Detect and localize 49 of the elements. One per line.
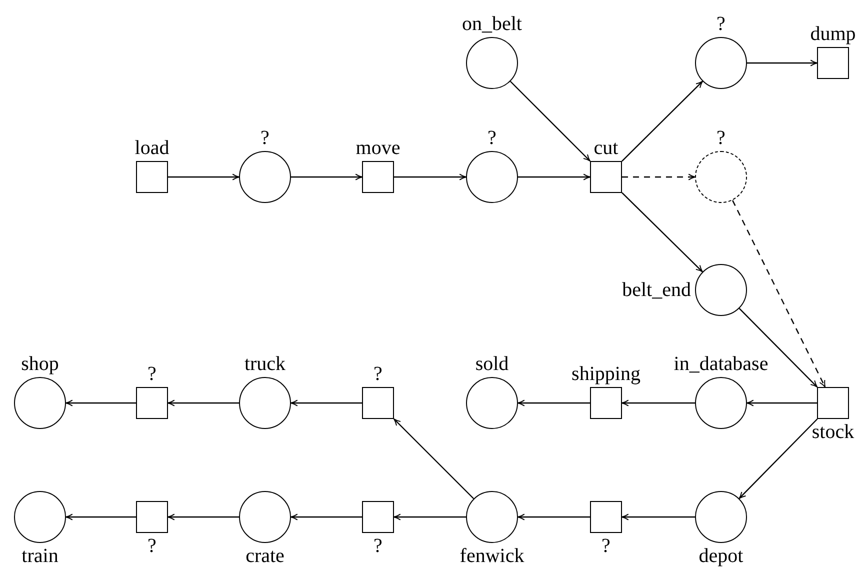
- node-label: shop: [21, 353, 59, 375]
- place-circle: [239, 377, 291, 429]
- node-label: truck: [244, 353, 286, 375]
- transition-square: [817, 387, 849, 419]
- node-label: cut: [594, 137, 618, 159]
- place-circle: [695, 491, 747, 543]
- node-label: ?: [374, 535, 382, 557]
- node-label: ?: [716, 13, 726, 35]
- place-circle: [466, 37, 518, 89]
- node-label: ?: [716, 127, 726, 149]
- node-label: ?: [374, 363, 382, 385]
- transition-square: [590, 387, 622, 419]
- node-label: ?: [148, 535, 156, 557]
- place-circle: [695, 377, 747, 429]
- node-label: stock: [812, 421, 854, 443]
- node-label: ?: [148, 363, 156, 385]
- node-label: sold: [475, 353, 509, 375]
- place-circle: [466, 377, 518, 429]
- place-circle: [14, 377, 66, 429]
- place-circle: [695, 37, 747, 89]
- node-label: fenwick: [460, 545, 524, 567]
- transition-square: [590, 161, 622, 193]
- transition-square: [817, 47, 849, 79]
- transition-square: [362, 387, 394, 419]
- place-circle: [14, 491, 66, 543]
- node-label: train: [22, 545, 58, 567]
- node-label: ?: [260, 127, 270, 149]
- transition-square: [362, 161, 394, 193]
- place-circle: [466, 491, 518, 543]
- transition-square: [590, 501, 622, 533]
- place-circle: [466, 151, 518, 203]
- node-label: ?: [602, 535, 610, 557]
- node-label: in_database: [674, 353, 768, 375]
- node-label: on_belt: [462, 13, 522, 35]
- transition-square: [362, 501, 394, 533]
- node-label: depot: [698, 545, 744, 567]
- place-circle: [239, 151, 291, 203]
- node-label: crate: [246, 545, 284, 567]
- transition-square: [136, 161, 168, 193]
- place-circle: [239, 491, 291, 543]
- node-label: belt_end: [622, 279, 691, 301]
- node-label: load: [134, 137, 170, 159]
- transition-square: [136, 387, 168, 419]
- transition-square: [136, 501, 168, 533]
- node-label: ?: [488, 127, 496, 149]
- node-label: shipping: [572, 363, 640, 385]
- place-circle: [695, 264, 747, 316]
- node-label: move: [356, 137, 400, 159]
- node-label: dump: [810, 23, 856, 45]
